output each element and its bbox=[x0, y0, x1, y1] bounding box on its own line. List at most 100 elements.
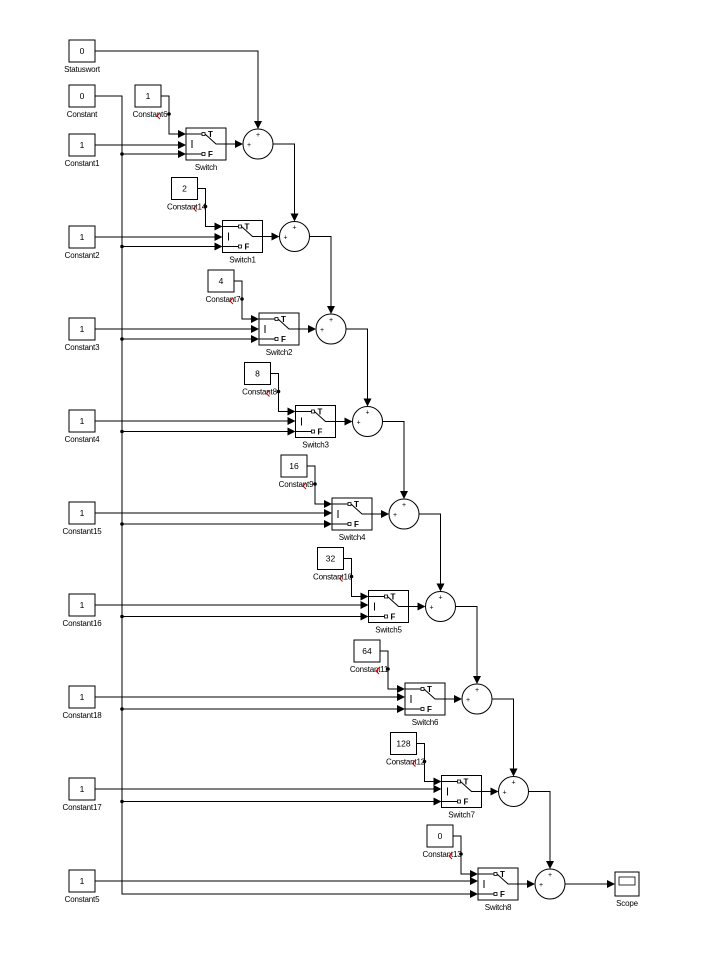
block-label[interactable]: Constant10 bbox=[313, 573, 353, 582]
block-label[interactable]: Constant3 bbox=[65, 343, 101, 352]
sum-body[interactable] bbox=[388, 498, 420, 530]
block-label[interactable]: Constant6 bbox=[133, 110, 169, 119]
constant-block-body[interactable] bbox=[317, 547, 344, 570]
block-label[interactable]: Constant9 bbox=[279, 480, 315, 489]
switch-label[interactable]: Switch8 bbox=[485, 903, 513, 912]
block-label[interactable]: Constant14 bbox=[167, 203, 207, 212]
block-label[interactable]: Constant5 bbox=[65, 895, 101, 904]
block-label[interactable]: Constant12 bbox=[386, 758, 426, 767]
sum-block-2[interactable]: ++ bbox=[315, 313, 347, 345]
block-label[interactable]: Constant bbox=[67, 110, 99, 119]
sum-block-1[interactable]: ++ bbox=[279, 221, 310, 252]
scope-label[interactable]: Scope bbox=[616, 899, 639, 908]
sum-block-8[interactable]: ++ bbox=[534, 868, 566, 900]
switch-label[interactable]: Switch7 bbox=[448, 811, 476, 820]
sum-block-0[interactable]: ++ bbox=[242, 128, 274, 160]
constant-block-body[interactable] bbox=[68, 84, 96, 108]
constant-block-body[interactable] bbox=[353, 639, 381, 663]
sum-body[interactable] bbox=[242, 128, 274, 160]
constant-block-body[interactable] bbox=[68, 317, 96, 341]
constant-block-body[interactable] bbox=[68, 869, 96, 893]
block-label[interactable]: Constant13 bbox=[423, 850, 463, 859]
sum-body[interactable] bbox=[498, 776, 529, 807]
switch-port-lines bbox=[186, 133, 202, 155]
sum-body[interactable] bbox=[534, 868, 566, 900]
block-label[interactable]: Constant8 bbox=[242, 388, 278, 397]
constant-block-body[interactable] bbox=[68, 225, 96, 249]
sum-body[interactable] bbox=[461, 683, 493, 715]
constant-block-body[interactable] bbox=[68, 39, 96, 63]
sum-block-6[interactable]: ++ bbox=[461, 683, 493, 715]
sum-block-5[interactable]: ++ bbox=[425, 591, 456, 622]
sum-block-4[interactable]: ++ bbox=[388, 498, 420, 530]
constant-block-body[interactable] bbox=[171, 177, 198, 200]
block-label[interactable]: Constant4 bbox=[65, 435, 101, 444]
sum-body[interactable] bbox=[425, 591, 456, 622]
block-label[interactable]: Constant2 bbox=[65, 251, 101, 260]
constant-block-body[interactable] bbox=[68, 409, 96, 433]
constant-block-body[interactable] bbox=[134, 84, 162, 108]
block-label[interactable]: Constant18 bbox=[63, 711, 103, 720]
switch-label[interactable]: Switch bbox=[195, 163, 218, 172]
block-label[interactable]: Statuswort bbox=[64, 65, 101, 74]
sum-body[interactable] bbox=[352, 406, 383, 437]
block-label[interactable]: Constant7 bbox=[206, 295, 242, 304]
scope-block[interactable]: Scope bbox=[614, 871, 640, 908]
switch-label[interactable]: Switch6 bbox=[412, 718, 440, 727]
switch-label[interactable]: Switch3 bbox=[302, 441, 330, 450]
switch-label[interactable]: Switch5 bbox=[375, 626, 403, 635]
sum-block-7[interactable]: ++ bbox=[498, 776, 529, 807]
constant-block-body[interactable] bbox=[426, 824, 454, 848]
block-label[interactable]: Constant1 bbox=[65, 159, 101, 168]
block-label[interactable]: Constant17 bbox=[63, 803, 103, 812]
switch-label[interactable]: Switch4 bbox=[339, 533, 367, 542]
switch-label[interactable]: Switch1 bbox=[229, 256, 257, 265]
block-label[interactable]: Constant15 bbox=[63, 527, 103, 536]
constant-block-body[interactable] bbox=[68, 777, 96, 801]
constant-block-body[interactable] bbox=[68, 685, 96, 709]
sum-body[interactable] bbox=[279, 221, 310, 252]
constant-block-body[interactable] bbox=[68, 133, 96, 157]
constant-block-body[interactable] bbox=[68, 593, 96, 617]
constant-block-body[interactable] bbox=[244, 362, 271, 385]
block-label[interactable]: Constant11 bbox=[350, 665, 389, 674]
block-label[interactable]: Constant16 bbox=[63, 619, 103, 628]
constant-block-body[interactable] bbox=[68, 501, 96, 525]
sum-block-3[interactable]: ++ bbox=[352, 406, 383, 437]
constant-block-body[interactable] bbox=[280, 454, 308, 478]
constant-block-body[interactable] bbox=[207, 269, 235, 293]
switch-label[interactable]: Switch2 bbox=[266, 348, 294, 357]
constant-block-body[interactable] bbox=[390, 732, 417, 755]
sum-body[interactable] bbox=[315, 313, 347, 345]
